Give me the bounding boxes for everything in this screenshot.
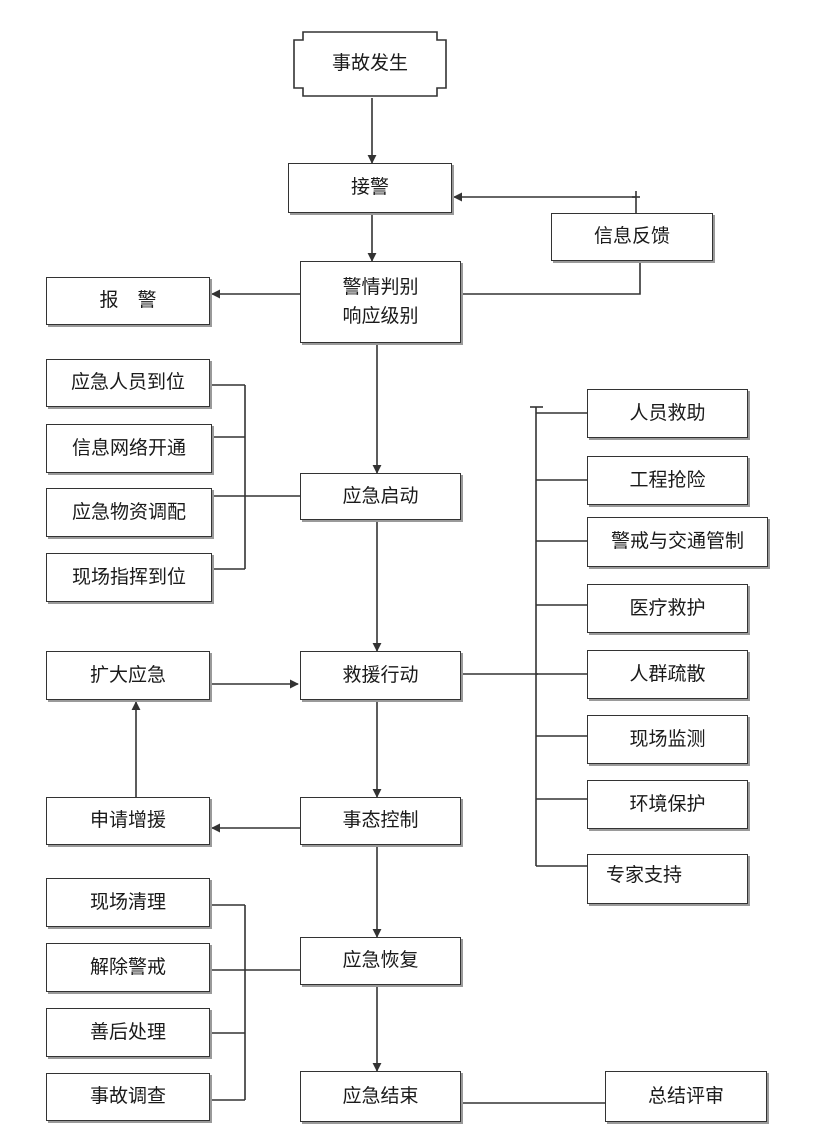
node-info-feedback: 信息反馈 — [551, 213, 713, 261]
node-materials: 应急物资调配 — [46, 488, 212, 537]
node-traffic-control: 警戒与交通管制 — [587, 517, 768, 567]
node-request-support: 申请增援 — [46, 797, 210, 845]
node-network-open: 信息网络开通 — [46, 424, 212, 473]
start-shape — [293, 31, 447, 97]
node-medical: 医疗救护 — [587, 584, 748, 633]
node-start: 事故发生 — [290, 28, 450, 100]
node-staff-in-place: 应急人员到位 — [46, 359, 210, 407]
node-judge: 警情判别 响应级别 — [300, 261, 461, 343]
node-engineering: 工程抢险 — [587, 456, 748, 505]
node-report: 报 警 — [46, 277, 210, 325]
node-receive-alarm: 接警 — [288, 163, 452, 213]
node-activate: 应急启动 — [300, 473, 461, 520]
node-personnel-rescue: 人员救助 — [587, 389, 748, 438]
node-expand: 扩大应急 — [46, 651, 210, 700]
node-end: 应急结束 — [300, 1071, 461, 1122]
node-aftermath: 善后处理 — [46, 1008, 210, 1057]
node-environment: 环境保护 — [587, 780, 748, 829]
node-review: 总结评审 — [605, 1071, 767, 1122]
node-rescue-action: 救援行动 — [300, 651, 461, 700]
node-evacuation: 人群疏散 — [587, 650, 748, 699]
node-monitoring: 现场监测 — [587, 715, 748, 764]
start-label: 事故发生 — [331, 52, 408, 75]
line-judge-to-feedback — [461, 261, 641, 295]
node-command-in-place: 现场指挥到位 — [46, 553, 212, 602]
node-cleanup: 现场清理 — [46, 878, 210, 927]
node-control: 事态控制 — [300, 797, 461, 845]
node-recovery: 应急恢复 — [300, 937, 461, 985]
node-lift-cordon: 解除警戒 — [46, 943, 210, 992]
node-expert: 专家支持 — [587, 854, 748, 904]
node-investigation: 事故调查 — [46, 1073, 210, 1121]
